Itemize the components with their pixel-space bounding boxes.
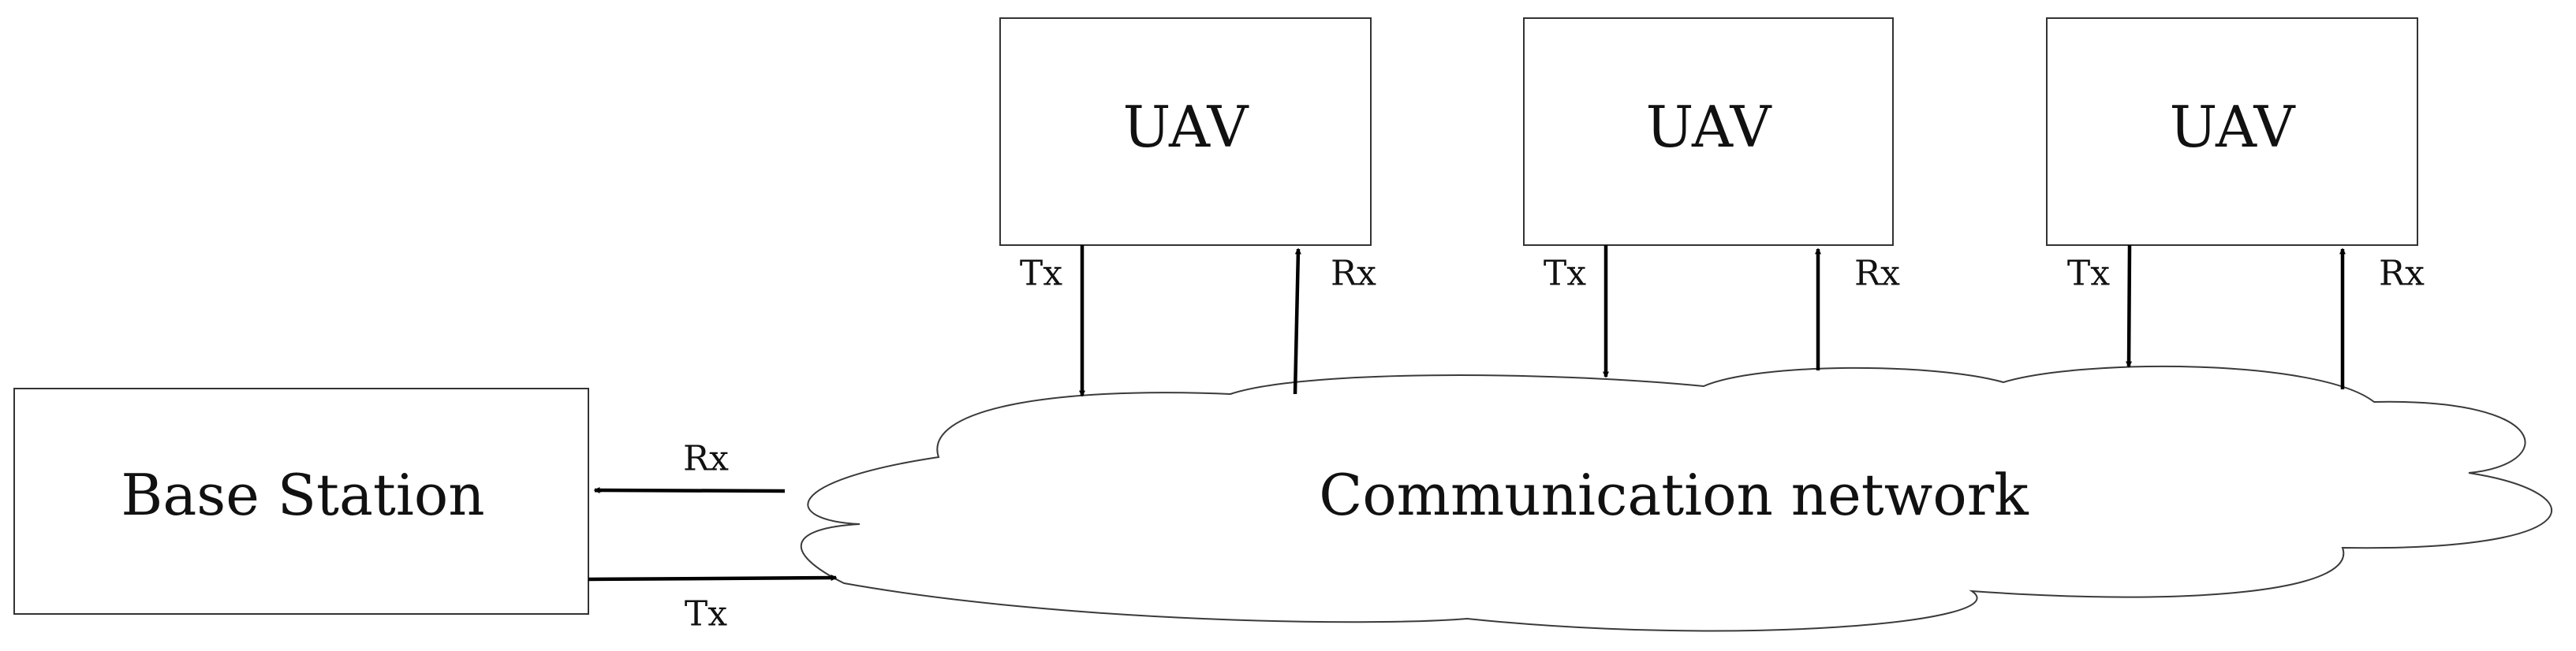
uav-3-tx-label: Tx — [2067, 254, 2110, 294]
base-station-rx-label: Rx — [683, 439, 729, 479]
uav-node-1: UAV — [999, 17, 1372, 246]
base-station-tx-label: Tx — [685, 594, 727, 634]
uav-label: UAV — [1646, 94, 1773, 160]
communication-network-cloud — [800, 365, 2553, 632]
uav-label: UAV — [1123, 94, 1250, 160]
uav-1-rx-arrow — [1293, 247, 1301, 395]
uav-node-2: UAV — [1523, 17, 1894, 246]
communication-network-label: Communication network — [1319, 462, 2029, 528]
uav-1-tx-label: Tx — [1020, 254, 1062, 294]
uav-1-rx-label: Rx — [1331, 254, 1376, 294]
uav-3-rx-label: Rx — [2379, 254, 2425, 294]
base-station-tx-arrow — [588, 575, 838, 582]
uav-node-3: UAV — [2046, 17, 2418, 246]
uav-2-rx-label: Rx — [1854, 254, 1900, 294]
base-station-rx-arrow — [593, 487, 786, 494]
uav-3-tx-arrow — [2126, 244, 2133, 368]
base-station-node: Base Station — [13, 388, 589, 615]
uav-2-tx-label: Tx — [1544, 254, 1586, 294]
base-station-label: Base Station — [121, 462, 484, 528]
uav-label: UAV — [2170, 94, 2297, 160]
